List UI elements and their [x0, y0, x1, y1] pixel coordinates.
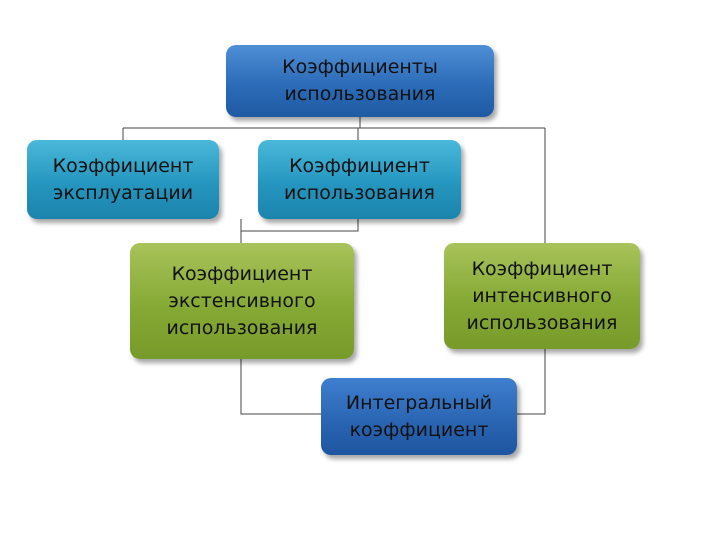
connector-row3-bar [240, 219, 359, 232]
connector-intensive-to-integral [517, 349, 546, 415]
exploitation-node-label: Коэффициент эксплуатации [52, 154, 194, 204]
intensive-node-label: Коэффициент интенсивного использования [466, 257, 618, 334]
node-integral-coefficient: Интегральный коэффициент [321, 378, 517, 455]
connector-extensive-to-integral [240, 359, 321, 415]
usage-node-label: Коэффициент использования [284, 154, 435, 204]
node-exploitation-coefficient: Коэффициент эксплуатации [27, 140, 219, 219]
node-usage-coefficient: Коэффициент использования [258, 140, 461, 219]
root-node-label: Коэффициенты использования [282, 56, 438, 105]
extensive-node-label: Коэффициент экстенсивного использования [166, 262, 318, 339]
node-extensive-usage-coefficient: Коэффициент экстенсивного использования [130, 243, 354, 359]
node-intensive-usage-coefficient: Коэффициент интенсивного использования [444, 243, 640, 349]
integral-node-label: Интегральный коэффициент [345, 391, 493, 441]
root-node-usage-coefficients: Коэффициенты использования [226, 45, 494, 117]
